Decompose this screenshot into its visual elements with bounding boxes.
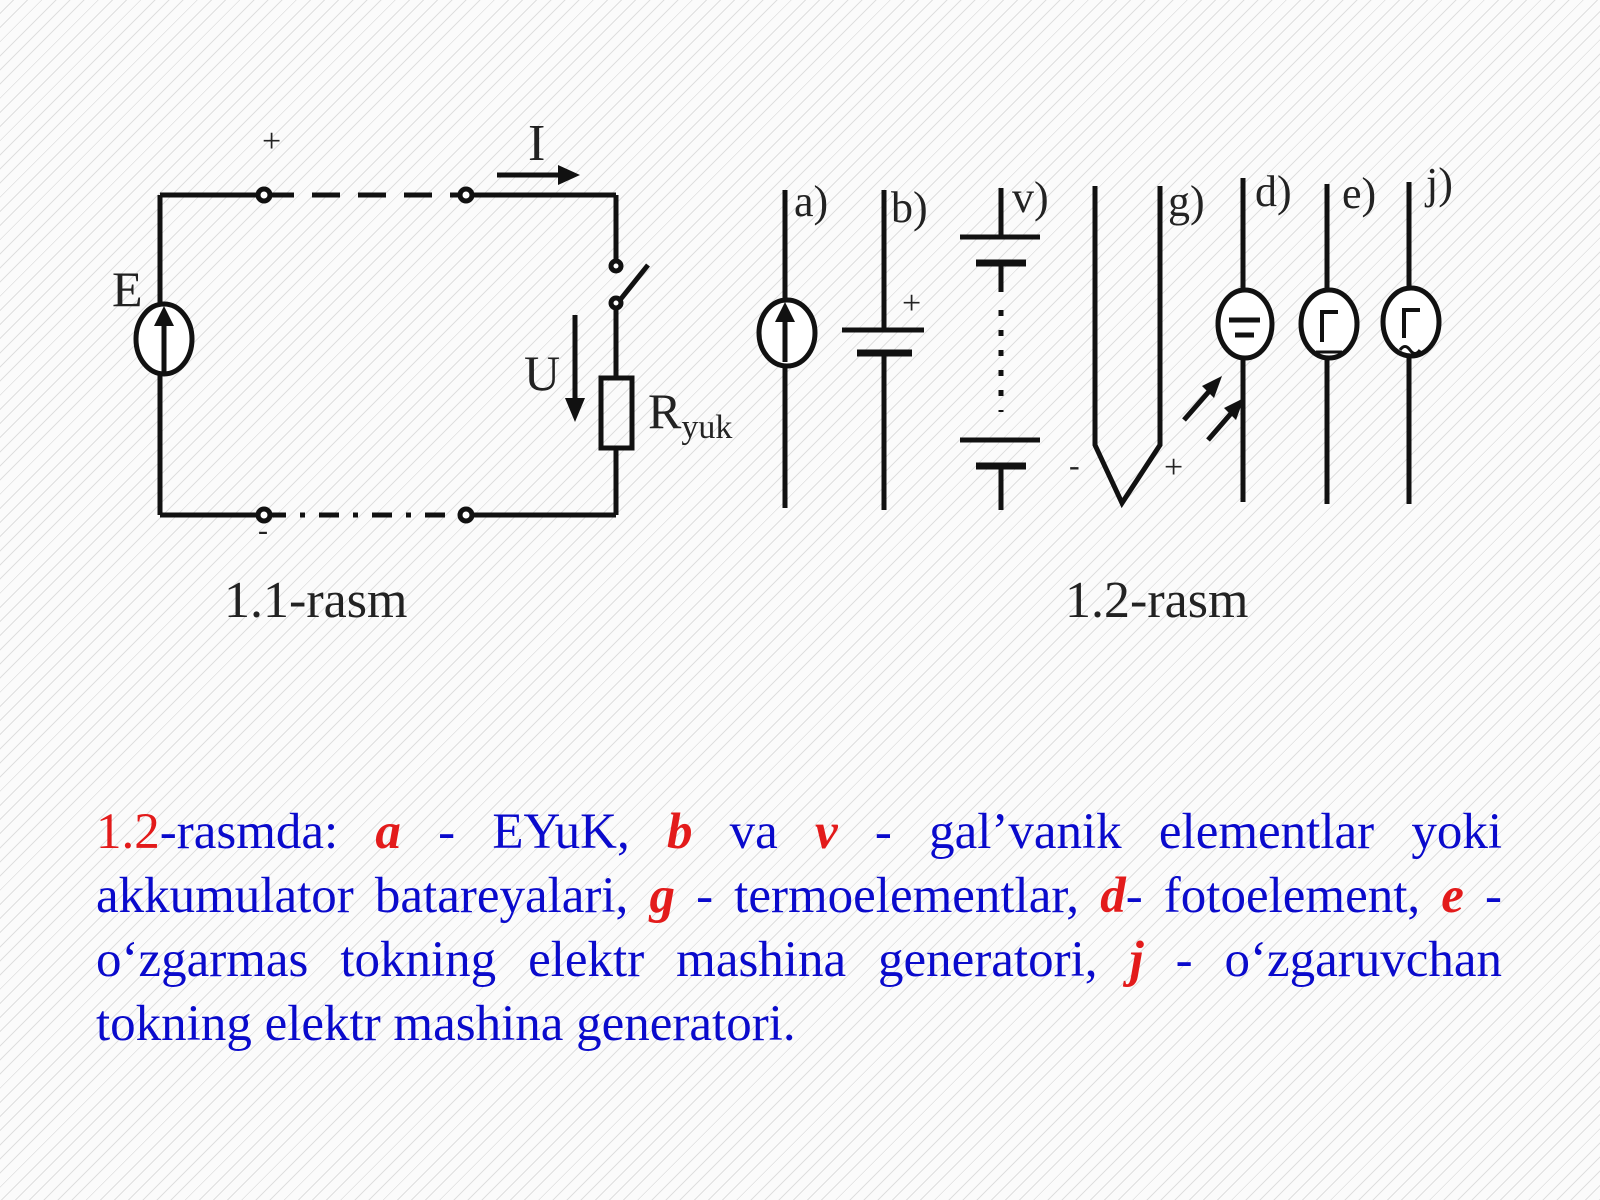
symbol-letter-g: g xyxy=(649,868,675,924)
minus-label: - xyxy=(258,514,268,547)
symbol-j-gamma xyxy=(1402,308,1420,338)
switch-contact-bottom xyxy=(608,295,624,311)
label-g: g) xyxy=(1168,177,1205,226)
symbol-d-light-arrow-1-head xyxy=(1202,376,1222,398)
description-segment: - o‘zgarmas tokning elektr mashina gener… xyxy=(96,868,1503,988)
symbol-letter-b: b xyxy=(666,804,693,860)
voltage-arrow-head xyxy=(565,398,585,422)
symbol-e-circle xyxy=(1298,287,1360,361)
symbol-d-light-arrow-2 xyxy=(1206,408,1236,442)
load-label-sub: yuk xyxy=(681,409,732,446)
symbol-letter-a: a xyxy=(375,804,401,860)
switch-contact-top xyxy=(608,258,624,274)
battery-plus-label: + xyxy=(902,285,921,322)
symbol-e-gamma xyxy=(1320,310,1338,342)
symbol-d-light-arrow-2-head xyxy=(1224,398,1244,420)
symbol-a-arrow-head xyxy=(775,302,795,322)
label-v: v) xyxy=(1012,173,1049,222)
emf-arrow-head xyxy=(154,306,174,326)
terminal-bottom-left xyxy=(255,506,273,524)
load-label: Ryuk xyxy=(648,383,732,446)
terminal-bottom-right xyxy=(457,506,475,524)
plus-label: + xyxy=(262,123,281,160)
symbol-j-ac-wave xyxy=(1398,345,1422,355)
description-segment: - o‘zgaruvchan tokning elektr mashina ge… xyxy=(96,932,1502,1052)
description-segment: va xyxy=(692,804,816,860)
label-b: b) xyxy=(891,183,928,232)
current-arrow-head xyxy=(558,165,580,185)
thermo-minus-label: - xyxy=(1069,447,1080,483)
description-segment: -rasmda: xyxy=(159,804,376,860)
symbol-d-light-arrow-1 xyxy=(1182,386,1214,422)
figure-1-1-caption: 1.1-rasm xyxy=(224,572,407,629)
description-segment: - gal’vanik elementlar yoki akkumulator … xyxy=(96,804,1502,924)
symbol-d-circle xyxy=(1215,287,1275,361)
figure-1-2-caption: 1.2-rasm xyxy=(1065,572,1248,629)
label-a: a) xyxy=(794,177,828,226)
emf-label: E xyxy=(112,261,143,317)
symbol-g-thermocouple xyxy=(1092,186,1163,509)
symbol-j-circle xyxy=(1380,285,1442,359)
label-j: j) xyxy=(1424,159,1453,208)
current-label: I xyxy=(528,115,545,172)
circuit-diagrams: + - I E U Ryuk 1.1-rasm xyxy=(112,115,1453,629)
symbol-letter-j: j xyxy=(1129,932,1144,988)
description-segment: - fotoelement, xyxy=(1125,868,1442,924)
load-label-main: R xyxy=(648,383,682,439)
terminal-top-right xyxy=(457,186,475,204)
symbol-letter-v: v xyxy=(815,804,838,860)
symbol-letter-d: d xyxy=(1100,868,1126,924)
voltage-label: U xyxy=(524,345,560,401)
figure-1-2-symbols xyxy=(756,178,1442,510)
terminal-top-left xyxy=(255,186,273,204)
description-figure-number: 1.2 xyxy=(96,804,160,860)
figure-1-1-circuit xyxy=(133,165,650,524)
label-d: d) xyxy=(1255,167,1292,216)
description-segment: - termoelementlar, xyxy=(674,868,1101,924)
symbol-letter-e: e xyxy=(1441,868,1464,924)
description-paragraph: 1.2-rasmda: a - EYuK, b va v - gal’vanik… xyxy=(96,800,1502,1056)
label-e: e) xyxy=(1342,169,1376,218)
description-segment: - EYuK, xyxy=(400,804,667,860)
load-resistor xyxy=(598,375,635,451)
thermo-plus-label: + xyxy=(1164,449,1183,486)
